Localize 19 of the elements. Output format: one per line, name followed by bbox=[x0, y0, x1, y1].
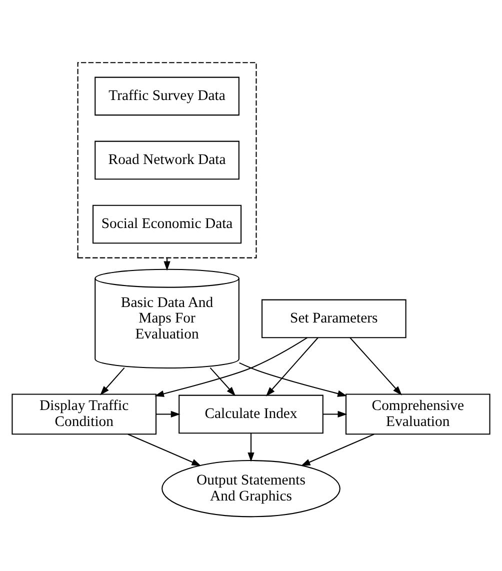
arrow bbox=[100, 367, 125, 396]
arrow bbox=[323, 410, 348, 418]
arrow bbox=[128, 434, 202, 466]
arrow bbox=[156, 410, 180, 418]
node-box: Comprehensive Evaluation bbox=[345, 394, 490, 435]
node-box: Social Economic Data bbox=[92, 204, 242, 244]
arrow bbox=[239, 362, 348, 397]
arrow bbox=[210, 367, 236, 396]
cluster bbox=[77, 62, 257, 258]
node-box: Traffic Survey Data bbox=[94, 76, 240, 116]
node-box: Display Traffic Condition bbox=[12, 394, 157, 435]
node-box: Set Parameters bbox=[262, 299, 406, 338]
node-box: Road Network Data bbox=[94, 140, 240, 180]
arrow bbox=[300, 434, 374, 466]
arrow bbox=[248, 433, 254, 462]
arrow bbox=[350, 337, 402, 396]
arrow bbox=[266, 337, 318, 396]
node-box: Calculate Index bbox=[178, 394, 324, 434]
arrow bbox=[154, 337, 308, 397]
